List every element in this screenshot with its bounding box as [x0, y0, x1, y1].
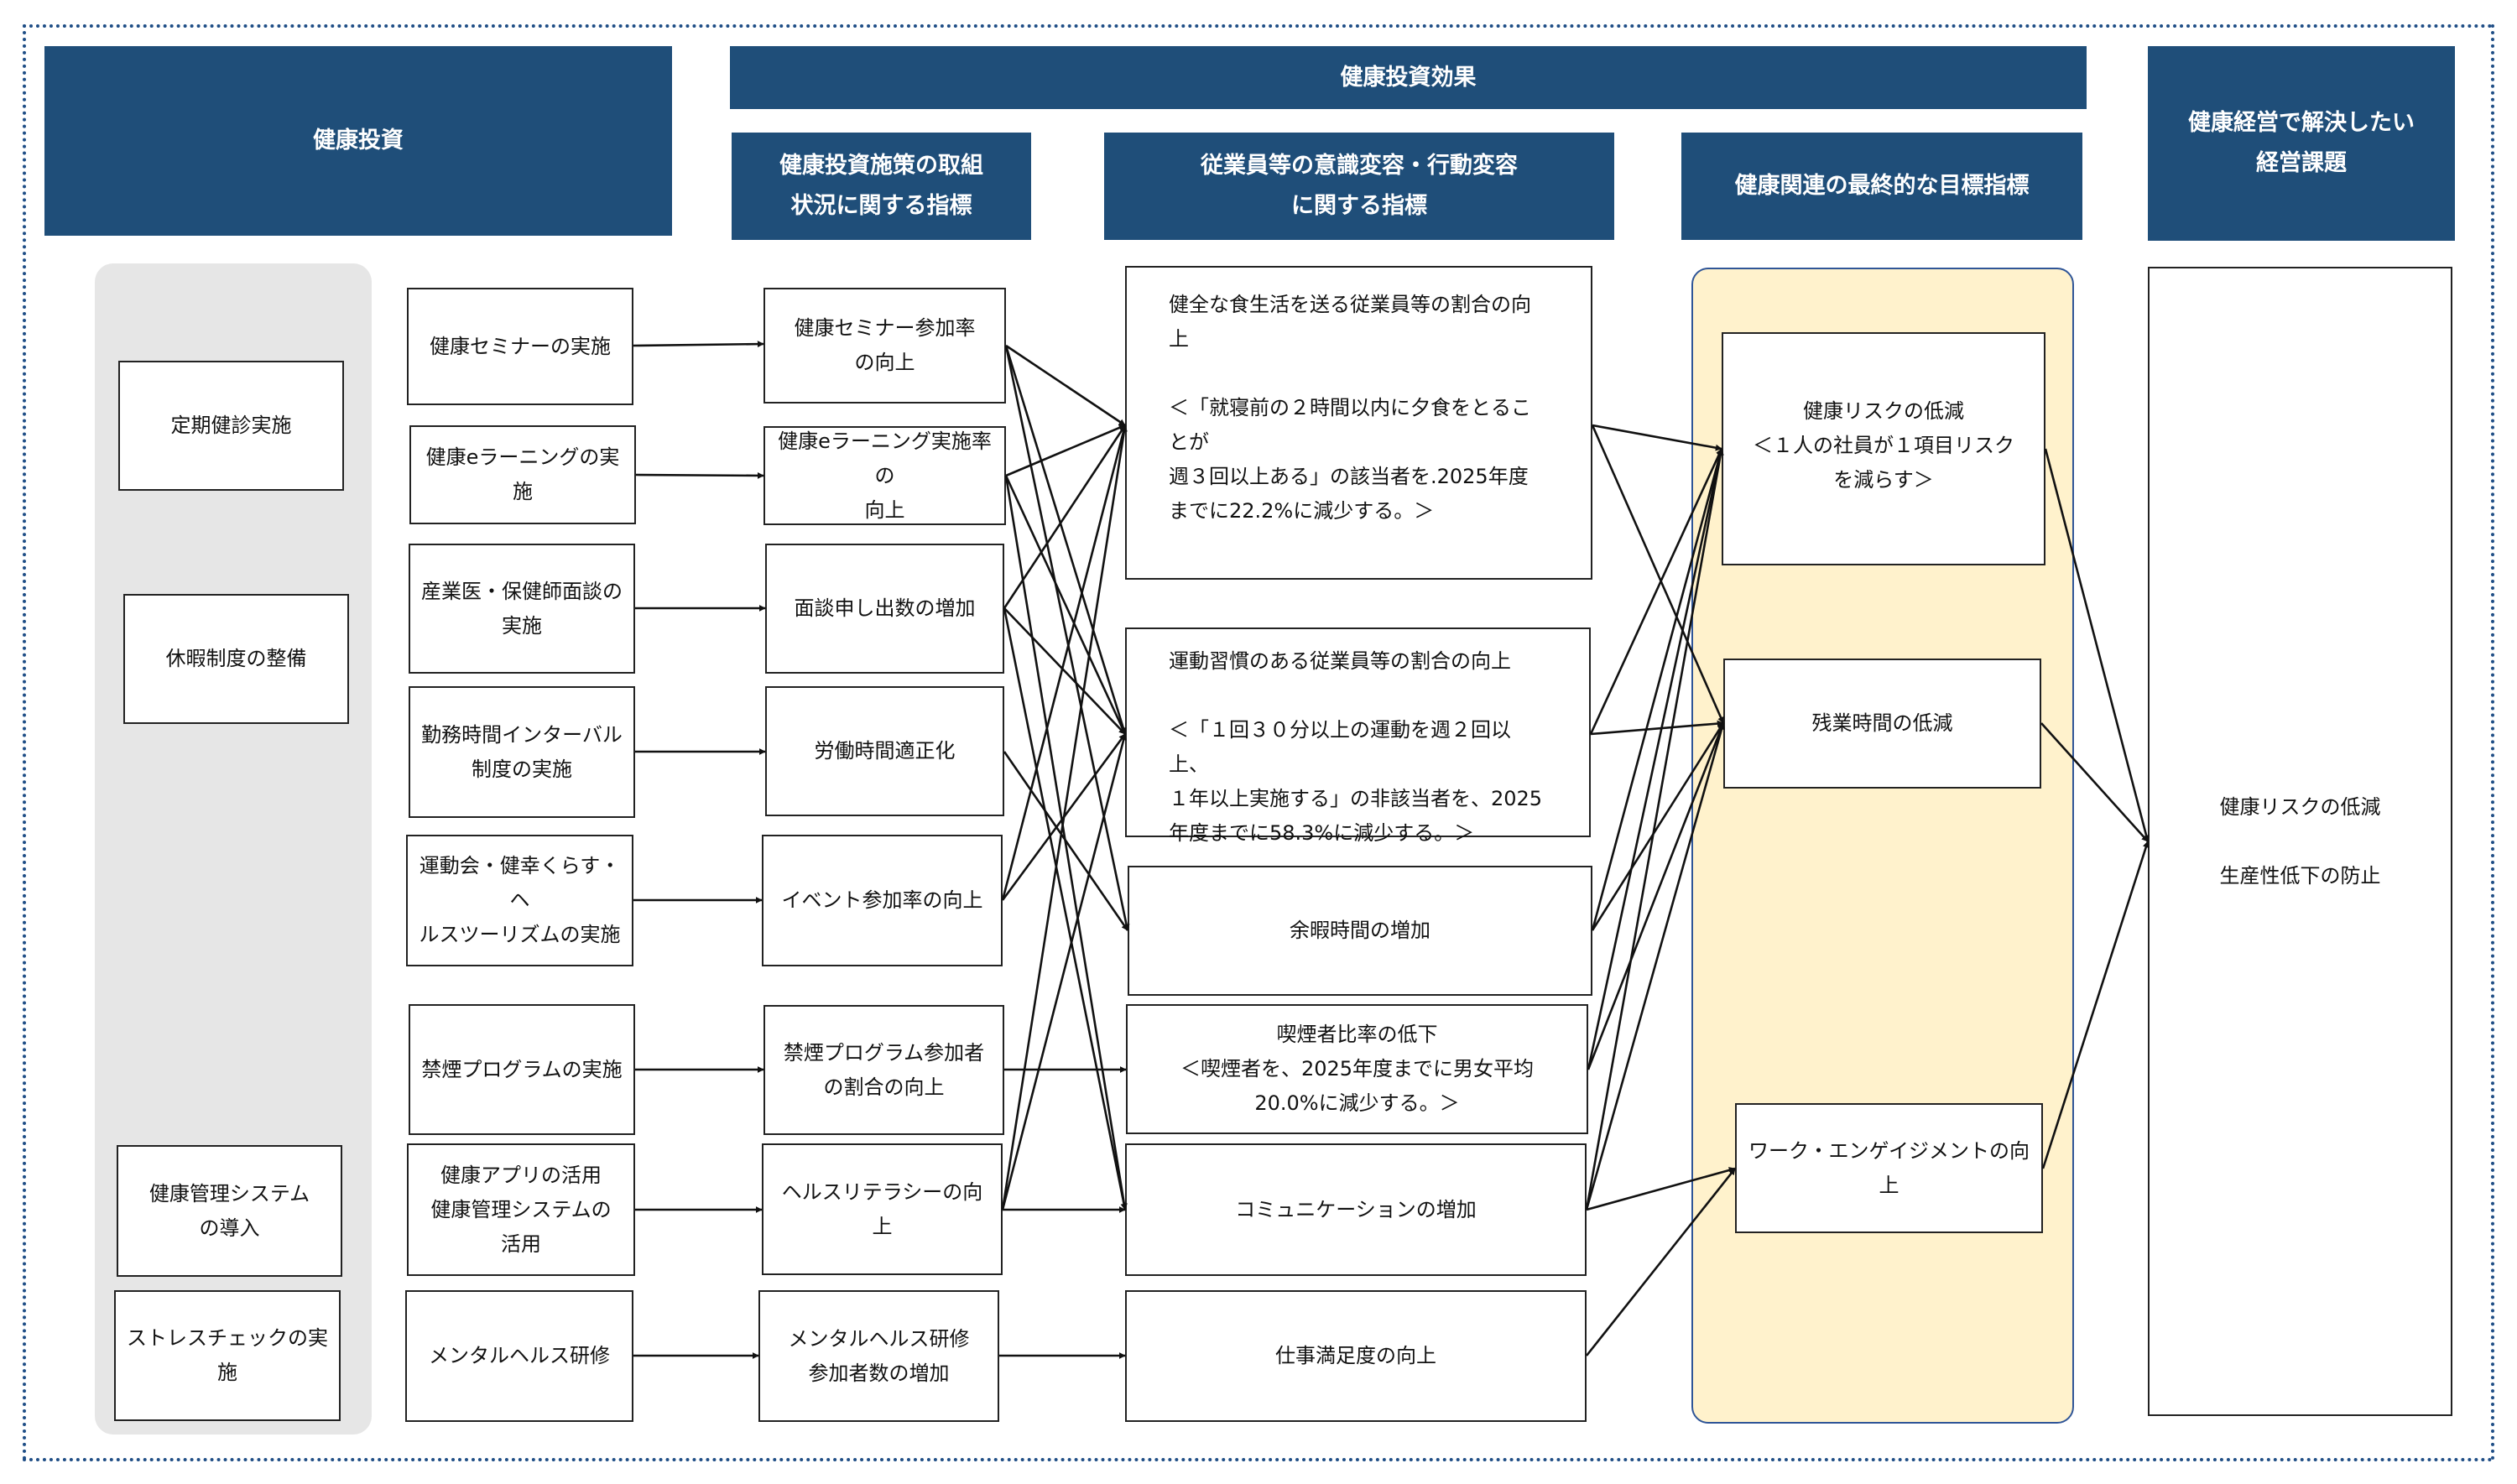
- investment-box-health-system: 健康管理システム の導入: [117, 1145, 342, 1277]
- connector-arrow: [1004, 475, 1127, 735]
- connector-arrow: [1003, 607, 1126, 735]
- connector-arrow: [1005, 424, 1126, 477]
- header-effect: 健康投資効果: [730, 46, 2087, 109]
- investment-box-stress-check: ストレスチェックの実施: [114, 1290, 341, 1421]
- behavior-box-smoking-ratio: 喫煙者比率の低下 ＜喫煙者を、2025年度までに男女平均 20.0%に減少する。…: [1126, 1004, 1588, 1134]
- connector-arrow: [1001, 424, 1128, 901]
- connector-arrow: [1585, 722, 1725, 1211]
- header-behavior: 従業員等の意識変容・行動変容 に関する指標: [1104, 133, 1614, 240]
- connector-arrow: [1587, 448, 1724, 1070]
- initiative-box-mental-training: メンタルヘルス研修: [405, 1290, 633, 1422]
- header-investment: 健康投資: [44, 46, 672, 236]
- connector-arrow: [1003, 751, 1129, 931]
- measure-box-no-smoking-rate: 禁煙プログラム参加者 の割合の向上: [763, 1005, 1004, 1135]
- connector-arrow: [1005, 344, 1126, 427]
- connector-arrow: [1585, 1168, 1737, 1356]
- connector-arrow: [1587, 722, 1725, 1070]
- connector-arrow: [1591, 722, 1725, 931]
- connector-arrow: [1586, 1167, 1736, 1211]
- behavior-box-diet: 健全な食生活を送る従業員等の割合の向上 ＜「就寝前の２時間以内に夕食をとることが…: [1125, 266, 1592, 580]
- measure-box-elearning-rate: 健康eラーニング実施率の 向上: [763, 426, 1006, 525]
- connector-arrow: [635, 471, 764, 479]
- goal-box-engagement: ワーク・エンゲイジメントの向上: [1735, 1103, 2043, 1233]
- measure-box-health-literacy: ヘルスリテラシーの向上: [762, 1143, 1003, 1275]
- connector-arrow: [2044, 448, 2150, 842]
- behavior-box-job-satisfaction: 仕事満足度の向上: [1125, 1290, 1587, 1422]
- connector-arrow: [633, 341, 764, 348]
- connector-arrow: [1585, 448, 1724, 1211]
- initiative-box-seminar: 健康セミナーの実施: [407, 288, 633, 405]
- connector-arrow: [1592, 424, 1722, 451]
- measure-box-seminar-rate: 健康セミナー参加率 の向上: [763, 288, 1006, 404]
- connector-arrow: [1001, 424, 1128, 1211]
- connector-arrow: [2041, 841, 2150, 1169]
- measure-box-working-hours: 労働時間適正化: [765, 686, 1004, 816]
- initiative-box-interval: 勤務時間インターバル 制度の実施: [409, 686, 635, 818]
- investment-box-leave-system: 休暇制度の整備: [123, 594, 349, 724]
- behavior-box-communication: コミュニケーションの増加: [1125, 1143, 1587, 1276]
- initiative-box-no-smoking: 禁煙プログラムの実施: [409, 1004, 635, 1135]
- goal-box-overtime: 残業時間の低減: [1723, 659, 2041, 789]
- behavior-box-leisure: 余暇時間の増加: [1128, 866, 1592, 996]
- header-management-issue: 健康経営で解決したい 経営課題: [2148, 46, 2455, 241]
- connector-arrow: [1004, 345, 1130, 931]
- connector-arrow: [1004, 345, 1127, 735]
- connector-arrow: [1003, 424, 1127, 609]
- connector-arrow: [1004, 475, 1128, 1211]
- connector-arrow: [1589, 448, 1723, 735]
- connector-arrow: [1591, 448, 1723, 931]
- connector-arrow: [1591, 424, 1725, 724]
- connector-arrow: [1001, 733, 1128, 1211]
- connector-arrow: [1590, 720, 1724, 736]
- connector-arrow: [1003, 607, 1128, 1211]
- behavior-box-exercise: 運動習慣のある従業員等の割合の向上 ＜「１回３０分以上の運動を週２回以上、 １年…: [1125, 627, 1591, 845]
- goal-box-health-risk: 健康リスクの低減 ＜１人の社員が１項目リスク を減らす＞: [1722, 332, 2045, 565]
- issue-box: 健康リスクの低減 生産性低下の防止: [2148, 267, 2452, 1416]
- diagram-frame: [23, 24, 2494, 1461]
- connector-arrow: [2040, 722, 2149, 842]
- measure-box-event-rate: イベント参加率の向上: [762, 835, 1003, 966]
- initiative-box-interview: 産業医・保健師面談の 実施: [409, 544, 635, 674]
- header-measures: 健康投資施策の取組 状況に関する指標: [732, 133, 1031, 240]
- initiative-box-elearning: 健康eラーニングの実施: [409, 425, 636, 524]
- initiative-box-events: 運動会・健幸くらす・ヘ ルスツーリズムの実施: [406, 835, 633, 966]
- investment-box-health-checkup: 定期健診実施: [118, 361, 344, 491]
- initiative-box-health-app: 健康アプリの活用 健康管理システムの 活用: [407, 1143, 635, 1276]
- measure-box-mental-training-count: メンタルヘルス研修 参加者数の増加: [758, 1290, 999, 1422]
- header-goal: 健康関連の最終的な目標指標: [1681, 133, 2082, 240]
